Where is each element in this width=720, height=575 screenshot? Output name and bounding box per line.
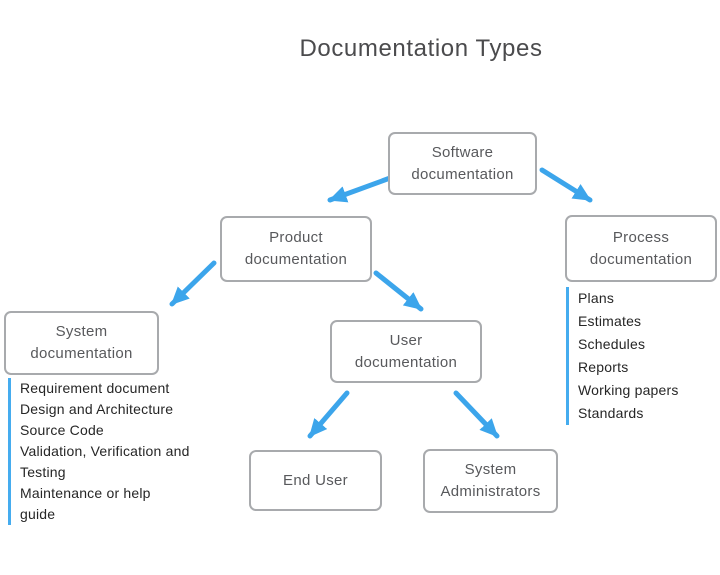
arrow-user-to-end-user <box>307 390 350 439</box>
node-software-documentation: Software documentation <box>388 132 537 195</box>
node-process-documentation: Process documentation <box>565 215 717 282</box>
arrow-product-to-user <box>373 270 424 312</box>
list-item: Schedules <box>578 336 646 352</box>
node-system-administrators: System Administrators <box>423 449 558 513</box>
arrow-software-to-process <box>539 167 593 203</box>
list-item: Requirement document <box>20 380 170 396</box>
list-item: Estimates <box>578 313 642 329</box>
node-end-user: End User <box>249 450 382 511</box>
page-title: Documentation Types <box>299 35 543 62</box>
arrow-user-to-system-admins <box>453 390 500 439</box>
node-user-documentation: User documentation <box>330 320 482 383</box>
node-product-documentation: Product documentation <box>220 216 372 282</box>
list-item: Reports <box>578 359 629 375</box>
list-item: Working papers <box>578 382 679 398</box>
list-item: Design and Architecture <box>20 401 174 417</box>
list-item: Validation, Verification and Testing <box>20 443 190 480</box>
list-item: Source Code <box>20 422 104 438</box>
list-item: Plans <box>578 290 615 306</box>
arrow-product-to-system <box>169 260 217 307</box>
node-system-documentation: System documentation <box>4 311 159 375</box>
list-item: Maintenance or help guide <box>20 485 151 522</box>
list-item: Standards <box>578 405 644 421</box>
